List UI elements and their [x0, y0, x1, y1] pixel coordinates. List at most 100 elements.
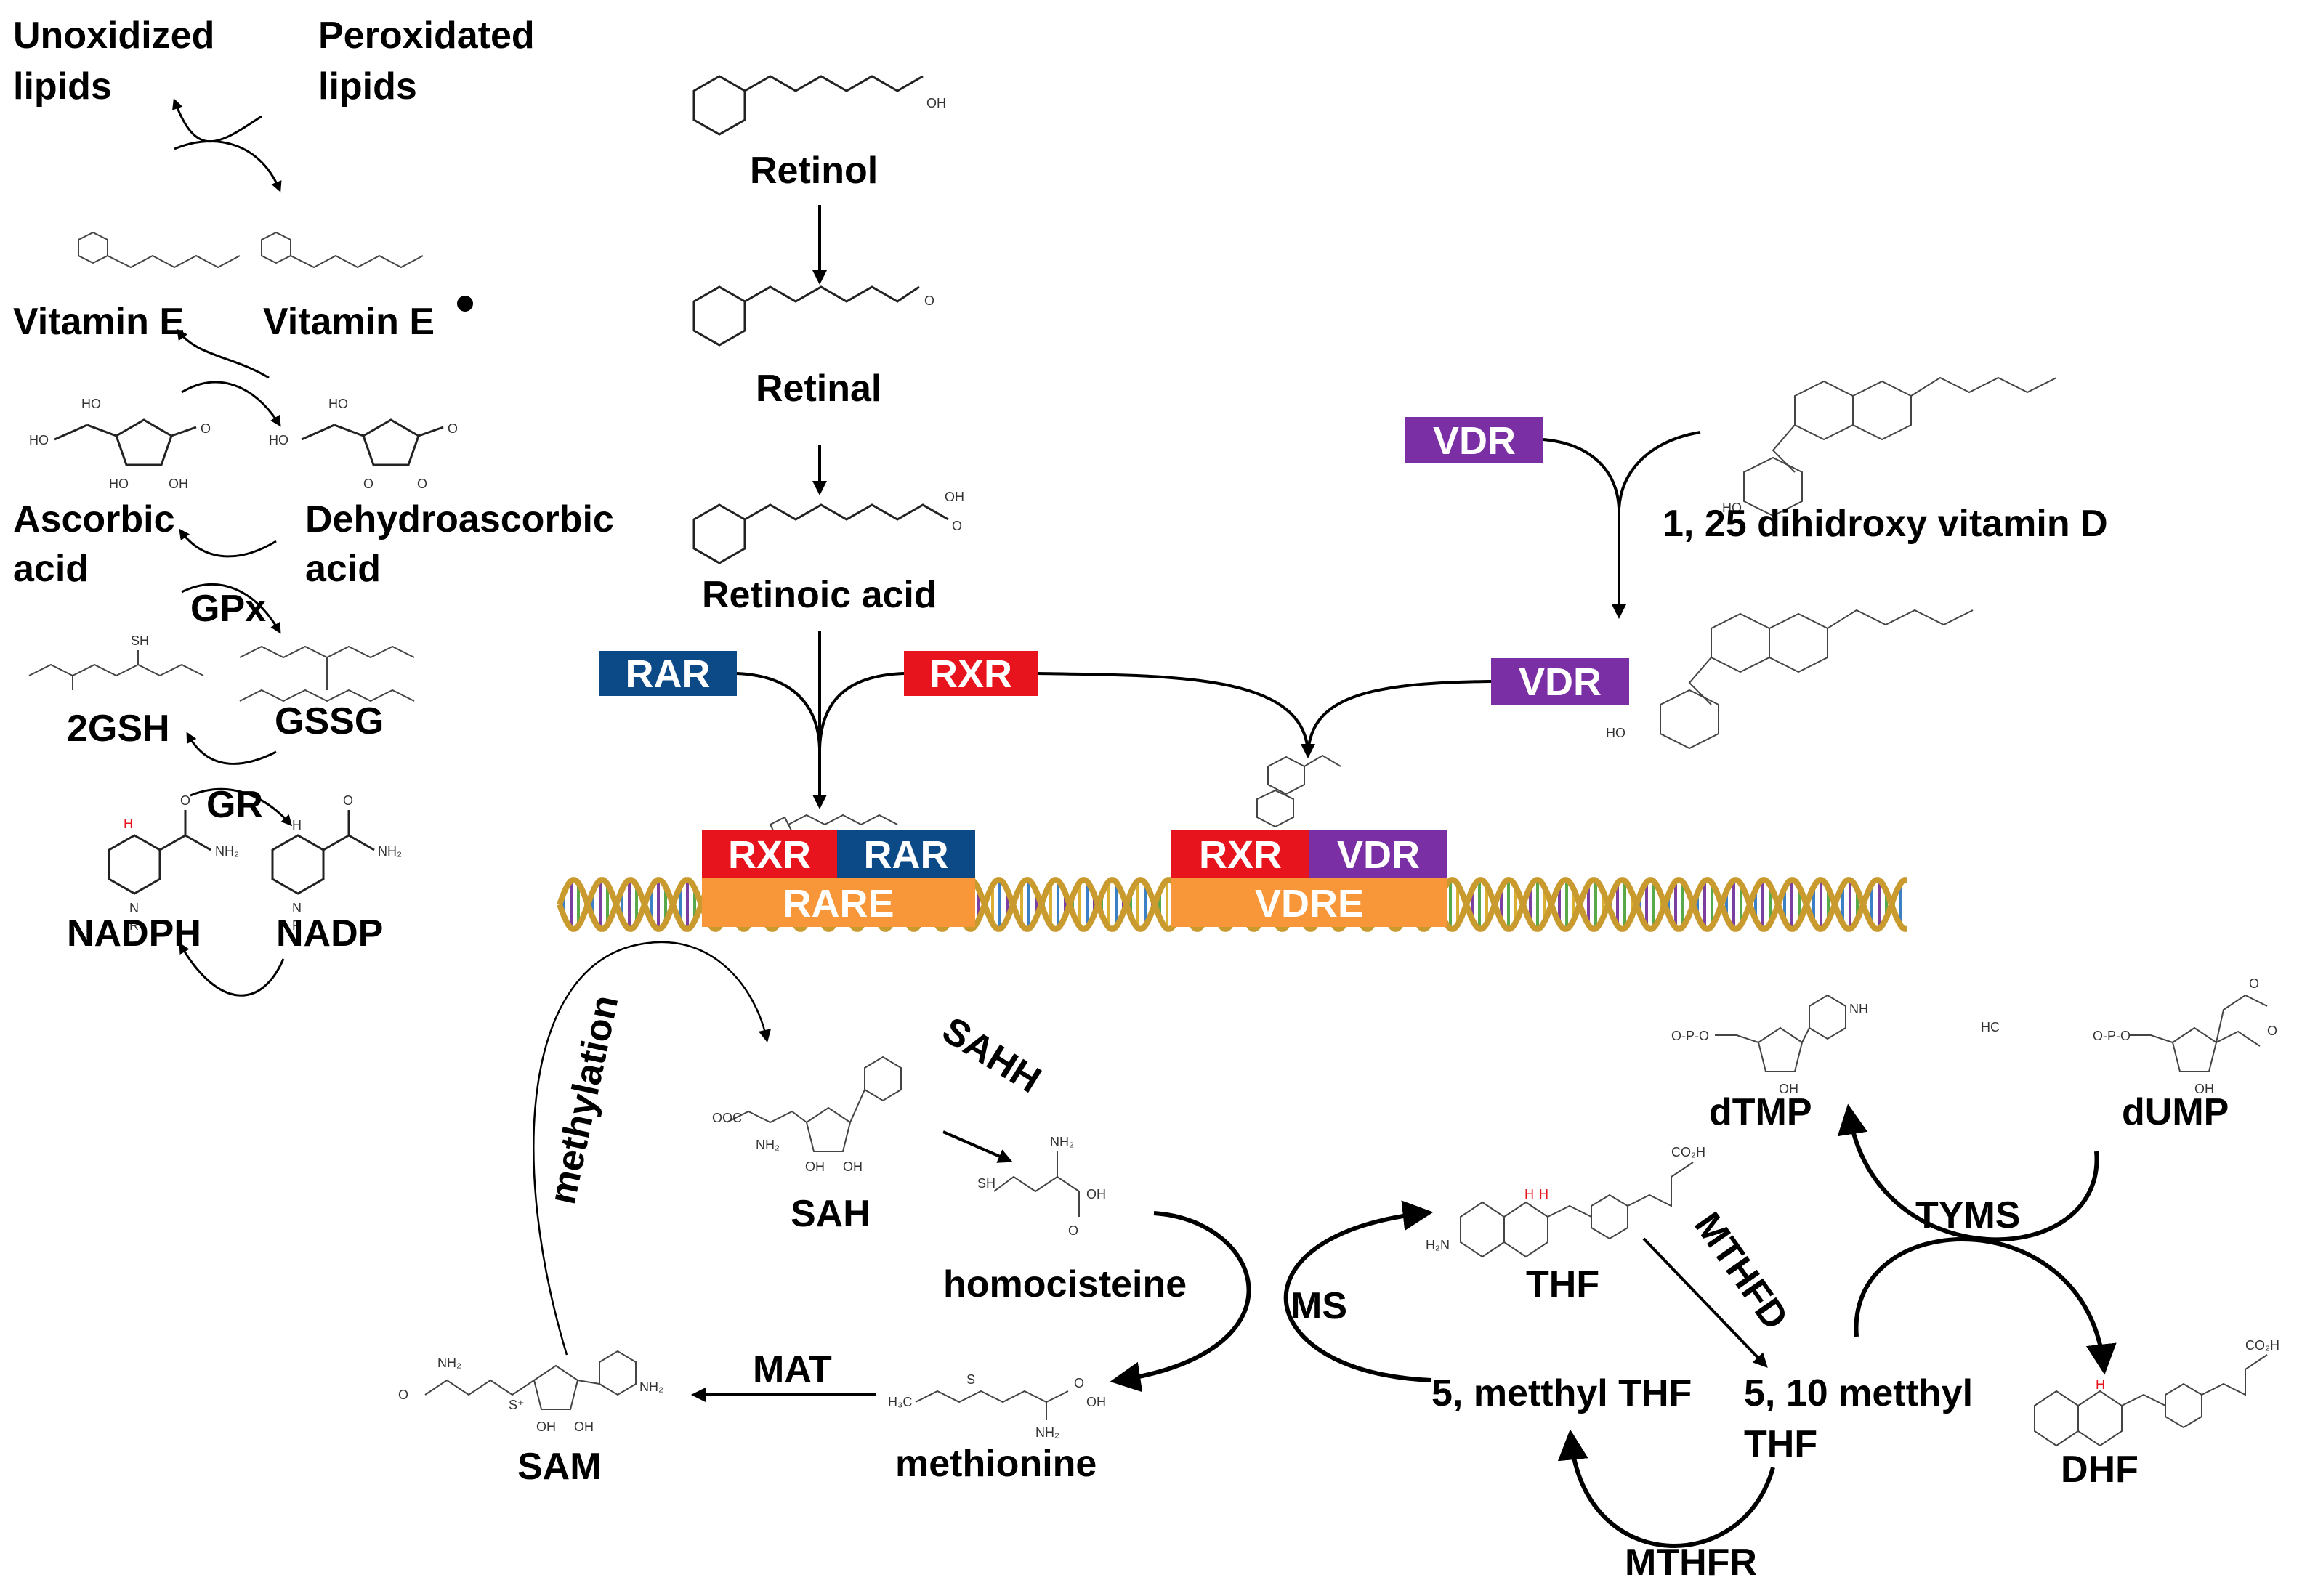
folate-cycle: H H CO₂H H₂N THF MTHFD 5, metthyl THF 5,…	[1426, 976, 2279, 1584]
rxr-box-upper: RXR	[904, 651, 1038, 696]
rxr-to-vdre-arrow	[1038, 672, 1315, 758]
vdr-label-vdre: VDR	[1337, 833, 1420, 877]
homocysteine-to-methionine-arrow	[1110, 1211, 1251, 1393]
svg-text:R: R	[292, 918, 302, 933]
rar-box-rare: RAR	[837, 830, 975, 878]
radical-dot-icon	[457, 296, 473, 312]
dehydroascorbic-acid-label-2: acid	[305, 548, 381, 590]
svg-text:OH: OH	[945, 490, 964, 504]
ascorbate-oxidation-arrow	[181, 381, 281, 427]
rxr-label-vdre: RXR	[1199, 833, 1282, 877]
svg-text:HO: HO	[1606, 726, 1625, 740]
dehydroascorbic-acid-label-1: Dehydroascorbic	[305, 498, 614, 540]
gsh-regeneration-arrow	[186, 732, 277, 765]
antioxidant-cascade: Unoxidized lipids Peroxidated lipids Vit…	[13, 15, 614, 997]
svg-text:CO₂H: CO₂H	[2245, 1338, 2279, 1353]
retinal-structure: O	[692, 285, 934, 347]
retinal-label: Retinal	[756, 368, 881, 410]
svg-text:OOC: OOC	[712, 1111, 742, 1125]
svg-text:O: O	[363, 477, 373, 491]
mthfr-label: MTHFR	[1625, 1542, 1757, 1584]
stray-text: HC	[1981, 1020, 2000, 1034]
gr-label: GR	[206, 784, 263, 826]
nadph-label: NADPH	[67, 912, 201, 955]
svg-text:OH: OH	[1086, 1187, 1106, 1202]
gssg-label: GSSG	[275, 700, 384, 742]
svg-text:O: O	[343, 793, 353, 808]
ascorbate-regeneration-arrow	[179, 528, 277, 558]
methyl-thf-to-thf-arrow	[1283, 1200, 1434, 1382]
gsh-oxidation-arrow	[181, 583, 281, 634]
dehydroascorbic-acid-structure: HO HO O O O	[269, 397, 458, 491]
svg-text:H: H	[2096, 1377, 2105, 1392]
thf-to-methylene-thf-arrow	[1642, 1237, 1768, 1368]
svg-text:O: O	[201, 421, 211, 436]
dhf-label: DHF	[2061, 1449, 2139, 1491]
dtmp-label: dTMP	[1709, 1091, 1812, 1133]
rxr-label-upper: RXR	[929, 652, 1012, 696]
nadph-oxidation-arrow	[190, 787, 292, 827]
methionine-label: methionine	[895, 1443, 1097, 1485]
svg-text:O: O	[1074, 1376, 1084, 1390]
peroxidated-lipids-label-1: Peroxidated	[318, 15, 535, 57]
vdr-label-top: VDR	[1433, 419, 1516, 463]
rxr-box-rare: RXR	[702, 830, 837, 878]
svg-text:NH₂: NH₂	[1035, 1425, 1059, 1440]
methylene-thf-label-1: 5, 10 metthyl	[1744, 1372, 1973, 1414]
methylene-thf-label-2: THF	[1744, 1423, 1817, 1465]
svg-text:HO: HO	[81, 397, 101, 411]
lipid-reduction-arrow	[172, 98, 262, 143]
mthfd-label: MTHFD	[1686, 1205, 1796, 1337]
svg-text:OH: OH	[574, 1419, 594, 1434]
svg-text:HO: HO	[328, 397, 348, 411]
sah-label: SAH	[791, 1193, 871, 1235]
svg-text:NH₂: NH₂	[639, 1380, 663, 1394]
svg-text:H₂N: H₂N	[1426, 1238, 1450, 1252]
vdr-to-vdre-arm	[1307, 680, 1492, 756]
vitamin-d-structure-bound: HO	[1606, 609, 1974, 750]
svg-text:H₃C: H₃C	[888, 1395, 912, 1409]
gsh-label: 2GSH	[67, 708, 170, 750]
svg-text:O: O	[417, 477, 427, 491]
gssg-structure	[239, 645, 415, 702]
sam-structure: O NH₂ S⁺ OH OH NH₂	[398, 1350, 663, 1434]
nadph-regeneration-arrow	[179, 942, 285, 997]
sah-to-homocysteine-arrow	[942, 1130, 1013, 1163]
rar-label-upper: RAR	[626, 652, 711, 696]
gsh-structure: SH	[28, 633, 204, 690]
vitamin-e-label: Vitamin E	[13, 301, 185, 343]
homocysteine-label: homocisteine	[943, 1263, 1187, 1305]
nadph-structure: NH₂ O H N R	[108, 793, 239, 933]
dhf-structure: H CO₂H	[2034, 1338, 2279, 1447]
sahh-label: SAHH	[935, 1009, 1049, 1101]
dump-structure: O-P-O OH O O	[2093, 976, 2277, 1096]
nadp-label: NADP	[276, 912, 383, 955]
svg-text:O: O	[2249, 976, 2259, 991]
rare-label: RARE	[783, 882, 894, 925]
svg-text:NH₂: NH₂	[437, 1356, 461, 1370]
ascorbic-acid-label-2: acid	[13, 548, 89, 590]
svg-text:HO: HO	[109, 477, 129, 491]
vitamin-d-binding-right-arm	[1618, 431, 1701, 509]
svg-text:N: N	[292, 901, 302, 915]
retinoic-acid-label: Retinoic acid	[702, 574, 937, 616]
svg-text:O: O	[398, 1388, 408, 1402]
mat-label: MAT	[753, 1348, 832, 1390]
retinoid-pathway: OH Retinol O Retinal OH O Retinoic acid	[692, 75, 964, 616]
vdr-box-vdre: VDR	[1309, 830, 1447, 878]
vitamin-d-label: 1, 25 dihidroxy vitamin D	[1663, 503, 2108, 545]
rxr-binding-arm	[818, 672, 905, 749]
svg-text:CO₂H: CO₂H	[1671, 1145, 1705, 1159]
gpx-label: GPx	[190, 588, 266, 630]
sam-label: SAM	[517, 1446, 602, 1488]
svg-text:NH₂: NH₂	[756, 1138, 780, 1152]
methylation-cycle: methylation OOC NH₂ OH OH SAH SAHH SH NH…	[398, 941, 1434, 1488]
sah-structure: OOC NH₂ OH OH	[712, 1056, 902, 1174]
svg-text:O-P-O: O-P-O	[2093, 1029, 2131, 1043]
svg-text:HO: HO	[269, 433, 288, 447]
svg-text:HO: HO	[1722, 501, 1742, 515]
unoxidized-lipids-label-2: lipids	[13, 65, 112, 108]
lipid-oxidation-arrow	[174, 140, 282, 193]
dtmp-structure: O-P-O OH NH	[1671, 994, 1868, 1096]
svg-text:S: S	[966, 1372, 975, 1387]
